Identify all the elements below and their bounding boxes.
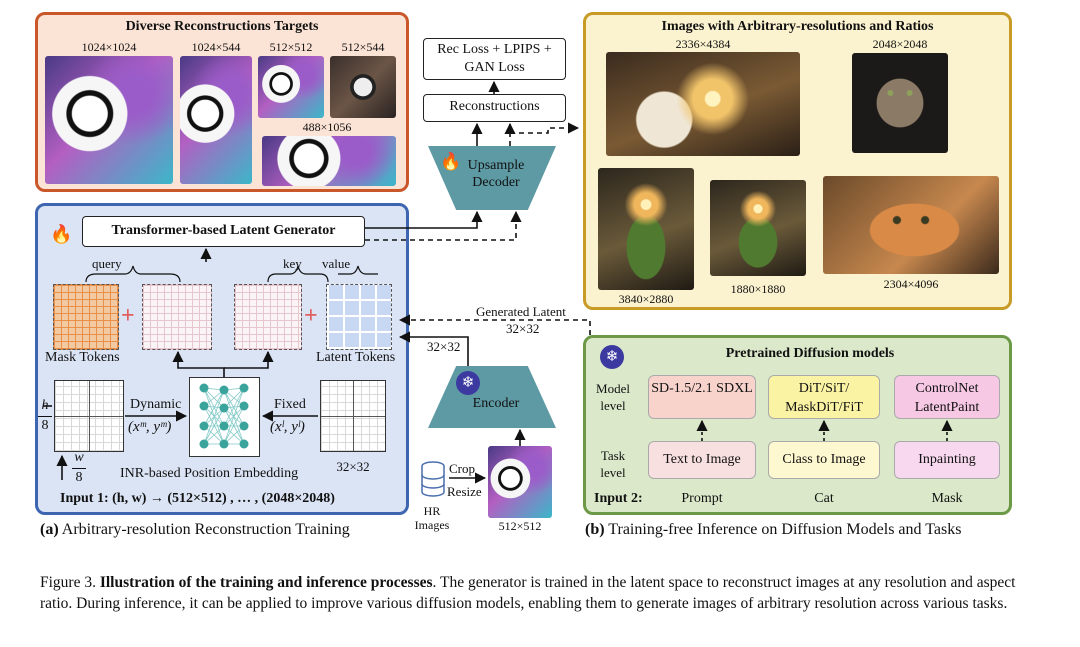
latent-generator-panel: [35, 203, 409, 515]
position-tokens-grid-b: [234, 284, 302, 350]
inr-network-box: [189, 377, 260, 457]
fixed-label: Fixed: [274, 397, 306, 412]
task-box-text-to-image: Text to Image: [648, 441, 756, 479]
arb-panel-title: Images with Arbitrary-resolutions and Ra…: [661, 19, 934, 34]
input-cat: Cat: [814, 491, 834, 506]
crop-label: Crop: [449, 461, 475, 476]
size-label-3: 512×512: [269, 40, 313, 54]
mask-tokens-label: Mask Tokens: [45, 350, 120, 365]
subcaption-a: (a) Arbitrary-resolution Reconstruction …: [40, 521, 350, 538]
encoder-output-size: 32×32: [427, 339, 461, 354]
model-level-label: Model level: [596, 381, 630, 413]
w-numerator: w: [74, 450, 84, 465]
input-panda-image: [488, 446, 552, 518]
generated-latent-label: Generated Latent: [476, 304, 566, 319]
input2-label: Input 2:: [594, 491, 643, 506]
model-box-sd: SD-1.5/2.1 SDXL: [648, 375, 756, 419]
latent-tokens-label: Latent Tokens: [316, 350, 396, 365]
input1-label: Input 1: (h, w) → (512×512) , … , (2048×…: [60, 491, 335, 506]
model-box-controlnet: ControlNet LatentPaint: [894, 375, 1000, 419]
cat-image-2048x2048: [852, 53, 948, 153]
loss-box: Rec Loss + LPIPS + GAN Loss: [423, 38, 566, 80]
panda-image-1024x544: [180, 56, 252, 184]
model-box-dit: DiT/SiT/ MaskDiT/FiT: [768, 375, 880, 419]
latent-tokens-grid: [326, 284, 392, 350]
task-box-class-to-image: Class to Image: [768, 441, 880, 479]
arb-size-1: 2336×4384: [675, 37, 731, 51]
fire-icon: 🔥: [50, 224, 73, 244]
figure-caption: Figure 3. Illustration of the training a…: [40, 574, 1016, 612]
size-label-2: 1024×544: [191, 40, 241, 54]
w-fraction-bar: [72, 468, 86, 469]
input-image-size: 512×512: [498, 519, 542, 533]
neural-network-icon: [199, 383, 249, 449]
dynamic-coordinates: (xᵐ, yᵐ): [128, 419, 172, 435]
position-tokens-grid-a: [142, 284, 212, 350]
cat-image-2304x4096: [823, 176, 999, 274]
task-level-label: Task level: [600, 448, 626, 480]
candle-image-3840x2880: [598, 168, 694, 290]
panda-image-512x544: [330, 56, 396, 118]
task-box-inpainting: Inpainting: [894, 441, 1000, 479]
resize-label: Resize: [447, 484, 482, 499]
dynamic-coordinate-grid: [54, 380, 124, 452]
candles-image-2336x4384: [606, 52, 800, 156]
h-fraction-bar: [38, 416, 52, 417]
fire-icon: 🔥: [440, 152, 462, 171]
subcaption-b: (b) Training-free Inference on Diffusion…: [585, 521, 962, 538]
diffusion-panel-title: Pretrained Diffusion models: [725, 346, 895, 361]
panda-image-488x1056: [262, 136, 396, 186]
arb-size-4: 1880×1880: [730, 282, 786, 296]
plus-icon: +: [121, 303, 135, 329]
recon-panel-title: Diverse Reconstructions Targets: [125, 19, 319, 34]
reconstructions-box: Reconstructions: [423, 94, 566, 122]
encoder-label: Encoder: [472, 396, 520, 411]
input-prompt: Prompt: [681, 491, 723, 506]
snowflake-icon: ❄: [600, 345, 624, 369]
input-mask: Mask: [931, 491, 963, 506]
size-label-5: 488×1056: [302, 120, 352, 134]
fixed-coordinate-grid: [320, 380, 386, 452]
size-label-4: 512×544: [341, 40, 385, 54]
panda-image-1024x1024: [45, 56, 173, 184]
candle-image-1880x1880: [710, 180, 806, 276]
fixed-coordinates: (xˡ, yˡ): [270, 419, 305, 435]
size-label-1: 1024×1024: [81, 40, 137, 54]
mask-tokens-grid: [53, 284, 119, 350]
decoder-label: Upsample Decoder: [467, 158, 525, 190]
h-denominator: 8: [41, 418, 49, 433]
panda-image-512x512: [258, 56, 324, 118]
arb-size-5: 2304×4096: [883, 277, 939, 291]
arb-size-2: 2048×2048: [872, 37, 928, 51]
dynamic-label: Dynamic: [130, 397, 182, 412]
inr-position-embedding-label: INR-based Position Embedding: [120, 466, 299, 481]
plus-icon: +: [304, 303, 318, 329]
snowflake-icon: ❄: [456, 371, 480, 395]
arb-size-3: 3840×2880: [618, 292, 674, 306]
query-label: query: [92, 256, 122, 271]
generated-latent-size: 32×32: [506, 321, 540, 336]
value-label: value: [322, 256, 351, 271]
latent-generator-box: Transformer-based Latent Generator: [82, 216, 365, 247]
hr-images-label: HR Images: [414, 504, 450, 532]
database-icon: [421, 461, 445, 497]
diffusion-models-panel: [583, 335, 1012, 515]
w-denominator: 8: [75, 470, 83, 485]
fixed-grid-size: 32×32: [336, 459, 370, 474]
